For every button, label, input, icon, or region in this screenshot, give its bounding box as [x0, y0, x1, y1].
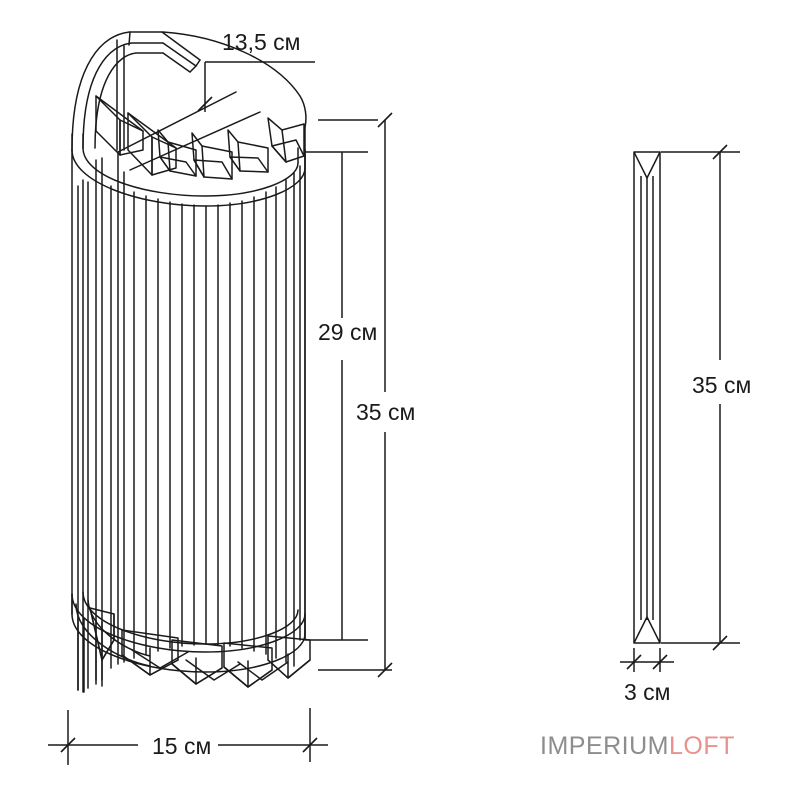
shade-back-silhouette — [71, 149, 306, 641]
logo-text-loft: LOFT — [669, 732, 735, 760]
dimension-label-detail-width: 3 см — [624, 679, 671, 705]
dimension-label-base-width: 15 см — [152, 733, 211, 759]
brand-logo: IMPERIUMLOFT — [540, 732, 735, 761]
dimension-detail-height — [661, 144, 740, 651]
dimension-label-top-width: 13,5 см — [222, 29, 300, 55]
dimension-shade-height — [306, 151, 368, 641]
dimension-base-width — [48, 708, 328, 765]
dimension-total-height — [318, 112, 393, 678]
dimension-label-total-height: 35 см — [356, 399, 415, 425]
main-sconce-view — [71, 31, 311, 693]
dimension-label-detail-height: 35 см — [692, 372, 751, 398]
bottom-crystal-prisms — [89, 607, 311, 688]
logo-text-imperium: IMPERIUM — [540, 732, 669, 760]
top-crystal-prisms — [95, 95, 305, 180]
dimension-top-width — [197, 61, 378, 121]
bottom-rim-band — [71, 591, 306, 673]
detail-rod-view — [633, 151, 661, 644]
dimension-detail-width — [620, 648, 674, 672]
dimension-label-shade-height: 29 см — [318, 319, 377, 345]
top-back-shell — [71, 31, 201, 151]
top-rim-band — [71, 133, 306, 207]
bottom-under-crystals — [131, 649, 289, 681]
shade-vertical-rods — [77, 149, 306, 693]
